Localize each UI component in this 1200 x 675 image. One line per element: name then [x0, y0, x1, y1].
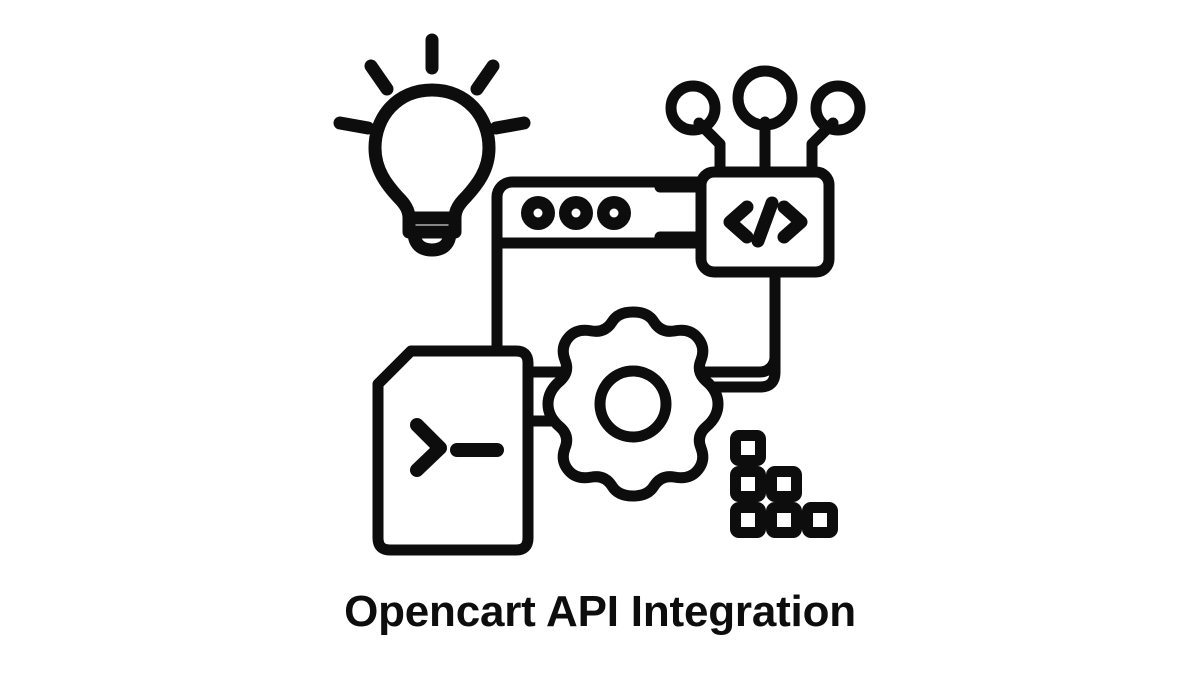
block-r3-c1: [730, 502, 766, 538]
block-r2-c2: [766, 466, 802, 502]
browser-titlebar-dots: [521, 196, 631, 230]
browser-dot-3: [597, 196, 631, 230]
code-chip-node-middle: [732, 65, 798, 131]
block-r3-c2: [766, 502, 802, 538]
block-r2-c1: [730, 466, 766, 502]
block-r1-c1: [730, 430, 766, 466]
browser-dot-1: [521, 196, 555, 230]
lightbulb-base-icon: [402, 211, 462, 239]
browser-dot-2: [559, 196, 593, 230]
code-chip-node-right: [810, 80, 866, 136]
lightbulb-tip-icon: [407, 225, 457, 257]
lightbulb-rays-icon: [333, 33, 531, 135]
page-title: Opencart API Integration: [344, 587, 856, 636]
lightbulb-glass-icon: [368, 83, 496, 225]
gear-icon: [542, 306, 724, 502]
terminal-document-icon: [372, 345, 534, 556]
code-symbol-icon: [723, 196, 808, 248]
blocks-stack-icon: [730, 430, 838, 538]
gear-center-hole: [594, 365, 672, 443]
code-chip-node-left: [665, 80, 721, 136]
lightbulb-icon: [333, 33, 531, 257]
block-r3-c3: [802, 502, 838, 538]
terminal-prompt-icon: [410, 418, 504, 477]
code-chip-icon: [654, 65, 866, 278]
